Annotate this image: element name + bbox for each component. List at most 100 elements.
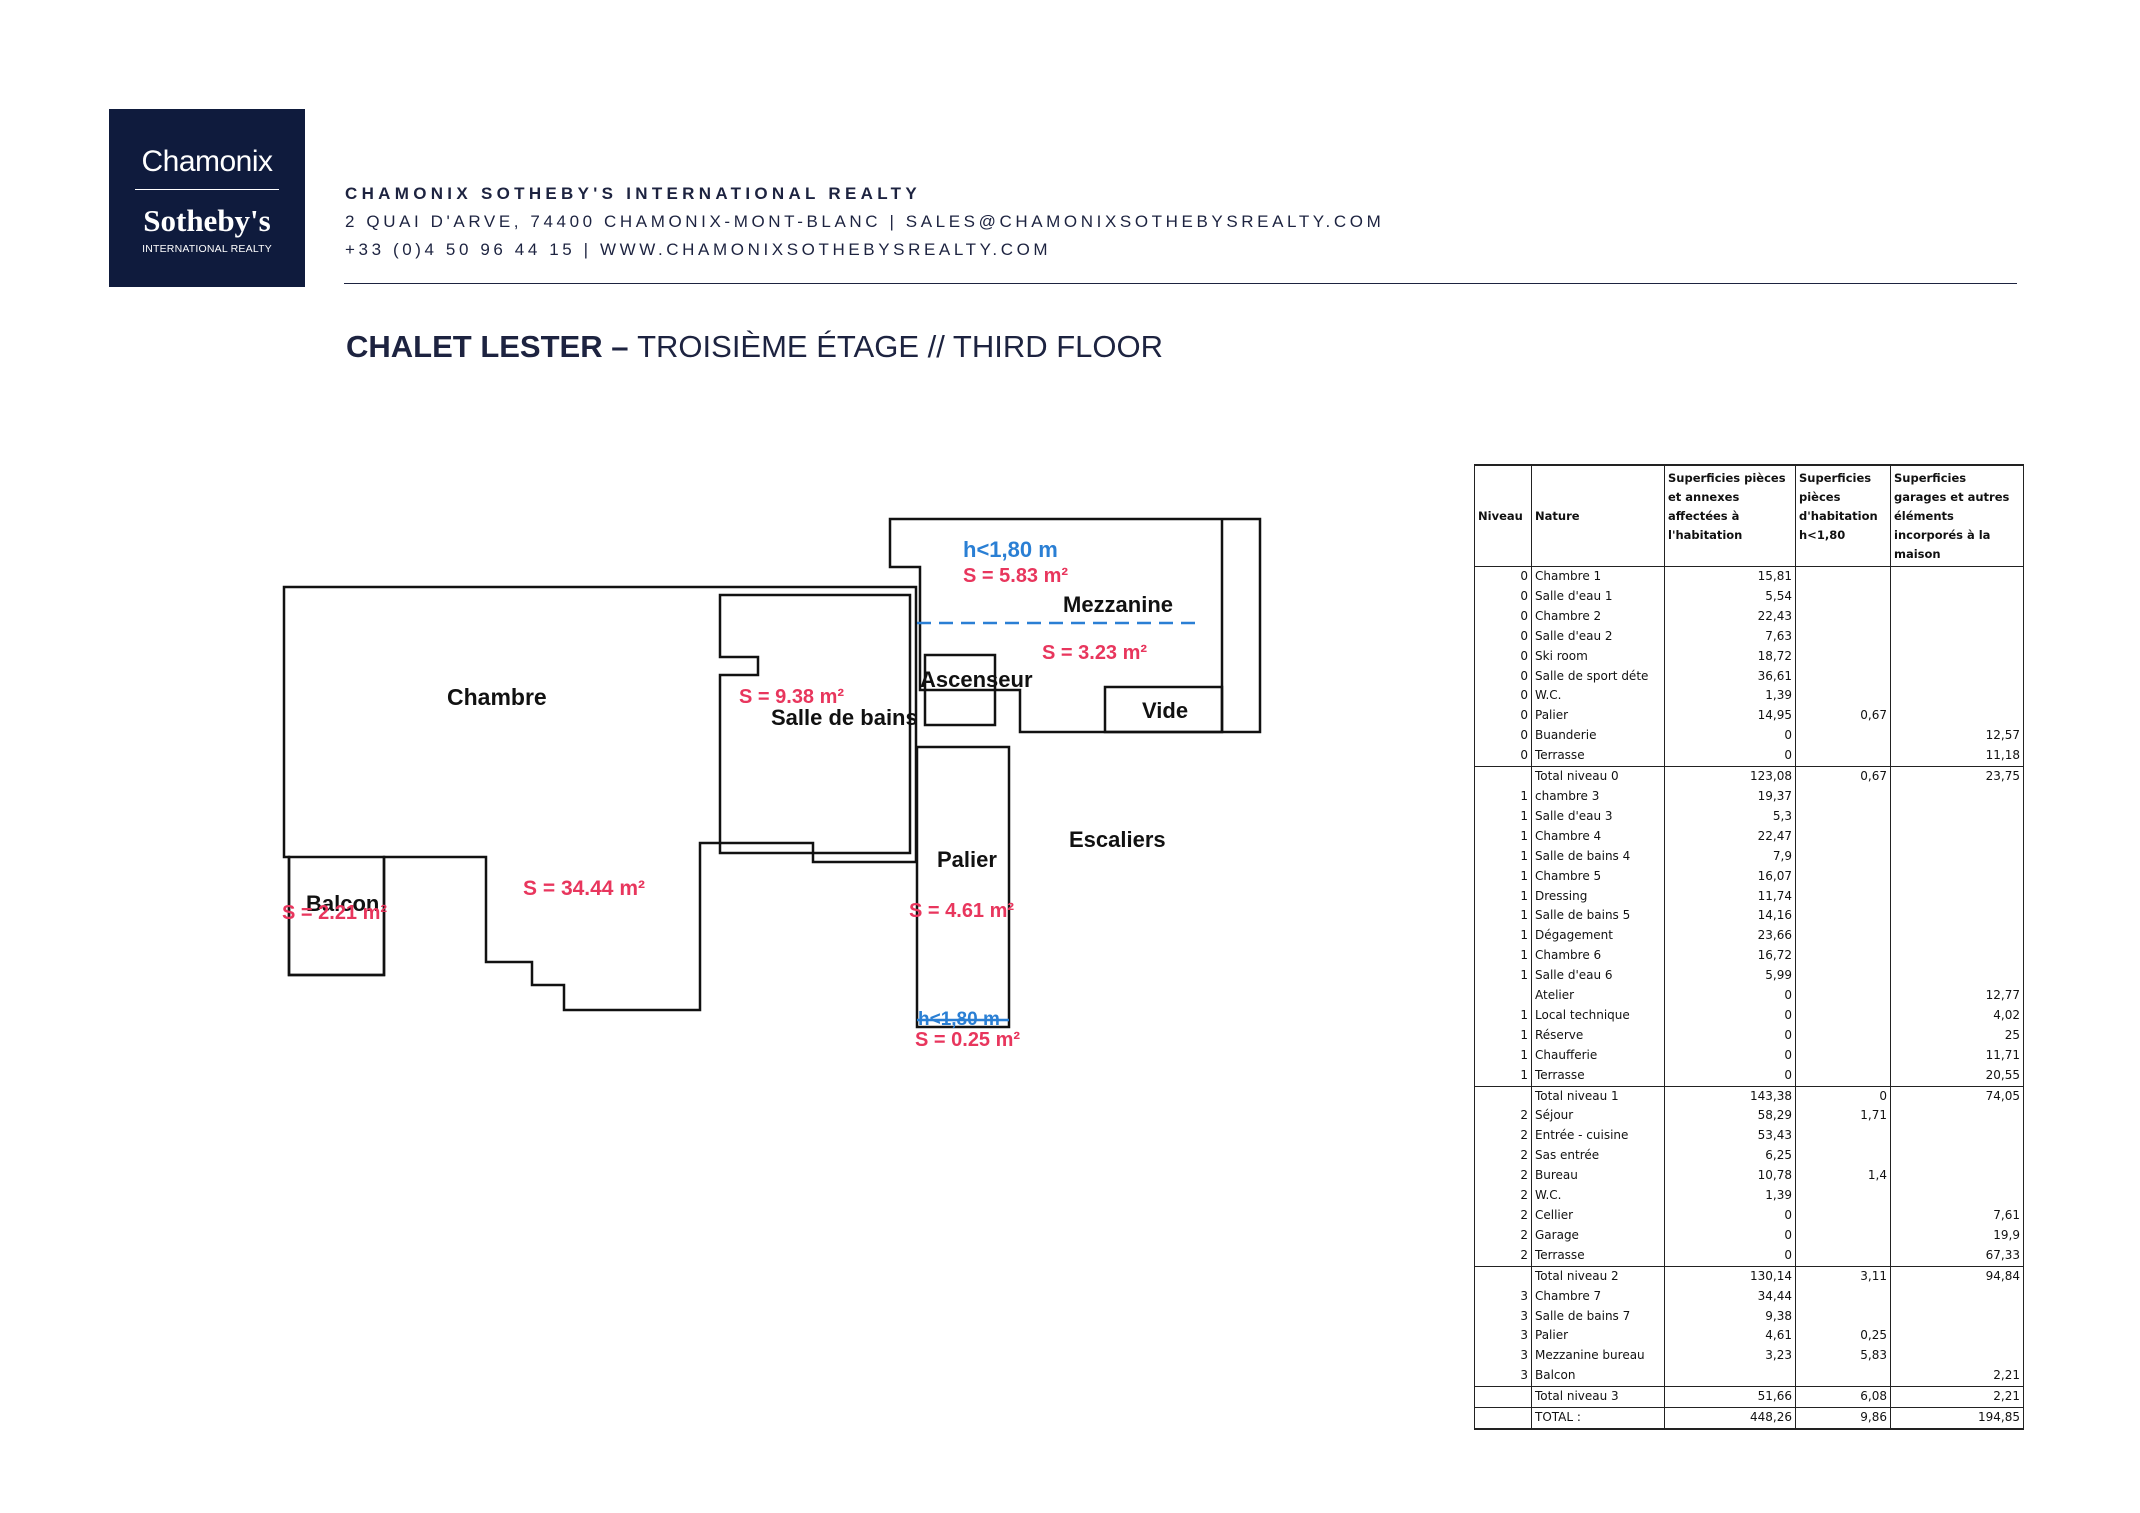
cell-low-height [1795,746,1891,767]
cell-habitation: 5,99 [1664,966,1796,987]
cell-low-height: 5,83 [1795,1346,1891,1367]
cell-garages [1890,566,2024,587]
mezzanine-outline [888,517,1262,734]
cell-niveau: 0 [1474,726,1532,747]
surface-table: Niveau Nature Superficies pièces et anne… [1474,464,2024,1430]
cell-garages: 4,02 [1890,1005,2024,1026]
cell-niveau: 2 [1474,1225,1532,1246]
palier-outline [915,745,1011,1029]
cell-nature: Dégagement [1531,926,1665,947]
cell-habitation: 9,38 [1664,1306,1796,1327]
cell-habitation: 0 [1664,1045,1796,1066]
cell-low-height [1795,1126,1891,1147]
cell-habitation: 448,26 [1664,1407,1796,1430]
cell-garages: 2,21 [1890,1386,2024,1408]
cell-nature: Chambre 2 [1531,606,1665,627]
cell-garages [1890,626,2024,647]
cell-habitation: 0 [1664,726,1796,747]
cell-habitation: 22,43 [1664,606,1796,627]
cell-habitation: 36,61 [1664,666,1796,687]
cell-garages [1890,606,2024,627]
cell-niveau [1474,1407,1532,1430]
cell-habitation: 6,25 [1664,1146,1796,1167]
cell-niveau: 1 [1474,1005,1532,1026]
header-niveau: Niveau [1474,464,1532,567]
cell-niveau [1474,766,1532,787]
cell-nature: Chambre 5 [1531,866,1665,887]
cell-garages: 12,57 [1890,726,2024,747]
cell-low-height: 0,25 [1795,1326,1891,1347]
cell-low-height [1795,786,1891,807]
cell-niveau: 3 [1474,1286,1532,1307]
cell-nature: Total niveau 2 [1531,1265,1665,1287]
cell-garages [1890,886,2024,907]
cell-low-height [1795,666,1891,687]
cell-habitation: 1,39 [1664,1186,1796,1206]
cell-nature: Réserve [1531,1025,1665,1046]
balcon-area: S = 2.21 m² [282,902,387,924]
table-header-row: Niveau Nature Superficies pièces et anne… [1474,464,2024,567]
cell-low-height: 0,67 [1795,706,1891,727]
mezz-height: h<1,80 m [963,537,1058,562]
cell-habitation: 18,72 [1664,646,1796,667]
cell-nature: TOTAL : [1531,1407,1665,1430]
cell-garages [1890,846,2024,867]
cell-habitation: 1,39 [1664,686,1796,707]
cell-habitation: 3,23 [1664,1346,1796,1367]
cell-nature: Balcon [1531,1366,1665,1387]
cell-niveau: 1 [1474,826,1532,847]
cell-niveau: 2 [1474,1245,1532,1267]
cell-niveau: 0 [1474,686,1532,707]
cell-low-height [1795,826,1891,847]
cell-low-height [1795,906,1891,927]
palier-label: Palier [937,847,997,872]
cell-nature: Salle d'eau 1 [1531,586,1665,607]
cell-nature: Total niveau 0 [1531,766,1665,787]
cell-garages [1890,1186,2024,1206]
cell-habitation: 10,78 [1664,1166,1796,1187]
cell-niveau: 3 [1474,1326,1532,1347]
cell-nature: Dressing [1531,886,1665,907]
floor-plan: Chambre S = 34.44 m² Balcon S = 2.21 m² … [282,517,1262,1051]
cell-garages: 74,05 [1890,1085,2024,1107]
cell-niveau: 1 [1474,966,1532,987]
cell-nature: Palier [1531,1326,1665,1347]
cell-habitation: 0 [1664,1245,1796,1267]
cell-low-height [1795,966,1891,987]
cell-niveau: 0 [1474,646,1532,667]
cell-habitation: 16,07 [1664,866,1796,887]
cell-habitation: 0 [1664,986,1796,1006]
cell-garages [1890,1326,2024,1347]
cell-nature: Salle de bains 5 [1531,906,1665,927]
cell-low-height [1795,606,1891,627]
cell-nature: Entrée - cuisine [1531,1126,1665,1147]
cell-low-height [1795,726,1891,747]
cell-niveau: 2 [1474,1146,1532,1167]
cell-habitation: 22,47 [1664,826,1796,847]
cell-habitation: 4,61 [1664,1326,1796,1347]
cell-low-height [1795,586,1891,607]
cell-nature: Bureau [1531,1166,1665,1187]
cell-niveau: 1 [1474,786,1532,807]
cell-nature: Salle d'eau 2 [1531,626,1665,647]
cell-low-height [1795,806,1891,827]
cell-habitation: 5,3 [1664,806,1796,827]
cell-low-height [1795,986,1891,1006]
title-rest: TROISIÈME ÉTAGE // THIRD FLOOR [637,329,1164,364]
cell-niveau: 2 [1474,1206,1532,1226]
header-low-height: Superficies pièces d'habitation h<1,80 [1795,464,1891,567]
